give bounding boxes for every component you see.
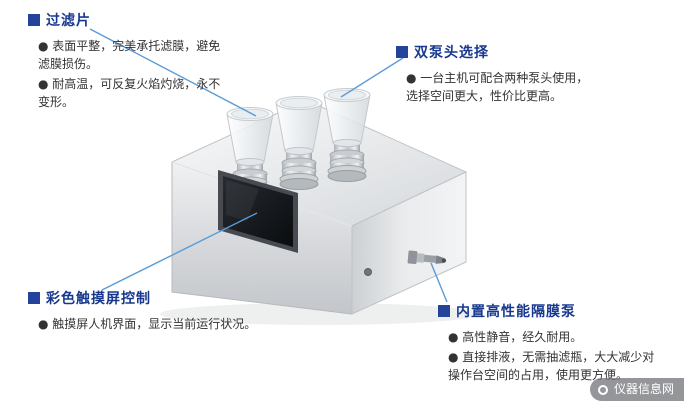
bullet-square-icon: [28, 14, 40, 26]
callout-point: ● 触摸屏人机界面，显示当前运行状况。: [38, 317, 257, 331]
callout-title: 内置高性能隔膜泵: [456, 304, 576, 320]
device-shadow: [160, 303, 480, 325]
callout-point: ● 一台主机可配合两种泵头使用，选择空间更大，性价比更高。: [406, 71, 589, 103]
bullet-square-icon: [396, 46, 408, 58]
callout-point: ● 耐高温，可反复火焰灼烧，永不变形。: [38, 77, 221, 109]
watermark-text: 仪器信息网: [613, 382, 674, 396]
callout-point: ● 直接排液，无需抽滤瓶，大大减少对操作台空间的占用，使用更方便。: [448, 350, 655, 382]
callout-touch-screen: 彩色触摸屏控制 ● 触摸屏人机界面，显示当前运行状况。: [28, 288, 298, 335]
callout-point: ● 高性静音，经久耐用。: [448, 330, 583, 344]
filter-unit: [275, 96, 323, 190]
callout-diaphragm-pump: 内置高性能隔膜泵 ● 高性静音，经久耐用。 ● 直接排液，无需抽滤瓶，大大减少对…: [438, 301, 662, 386]
watermark-logo-icon: [597, 384, 608, 395]
bullet-square-icon: [28, 292, 40, 304]
leader-line-filter-disc: [89, 28, 257, 117]
side-screw: [364, 268, 372, 276]
callout-point: ● 表面平整，完美承托滤膜，避免滤膜损伤。: [38, 39, 221, 71]
leader-line-touch-screen: [101, 212, 258, 291]
leader-line-pump-head: [340, 57, 404, 98]
callout-pump-head: 双泵头选择 ● 一台主机可配合两种泵头使用，选择空间更大，性价比更高。: [396, 42, 596, 107]
callout-filter-disc: 过滤片 ● 表面平整，完美承托滤膜，避免滤膜损伤。 ● 耐高温，可反复火焰灼烧，…: [28, 10, 222, 113]
device-right-face: [351, 171, 467, 315]
bullet-square-icon: [438, 305, 450, 317]
callout-title: 彩色触摸屏控制: [46, 291, 151, 307]
filter-unit: [323, 88, 371, 182]
drain-nozzle: [407, 250, 447, 265]
callout-title: 双泵头选择: [414, 45, 489, 61]
touch-screen-display: [218, 170, 298, 253]
leader-line-diaphragm-pump: [430, 262, 448, 303]
watermark: 仪器信息网: [589, 378, 684, 401]
callout-title: 过滤片: [46, 13, 91, 29]
